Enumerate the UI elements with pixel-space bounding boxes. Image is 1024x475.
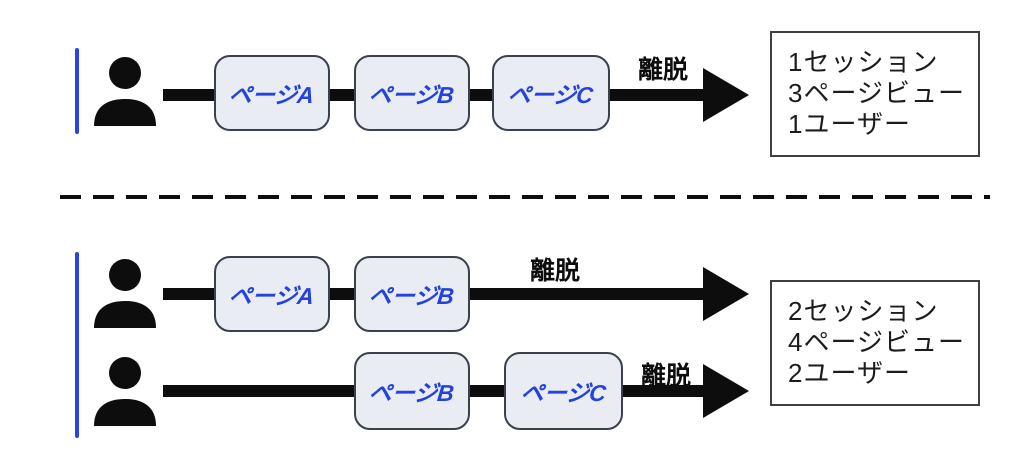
- page-node-label: ページC: [506, 82, 595, 108]
- page-node-label: ページB: [367, 82, 456, 108]
- page-node-b: ページB: [354, 256, 470, 332]
- page-node-label: ページB: [367, 380, 456, 406]
- flow-arrowhead-icon: [703, 364, 749, 418]
- exit-label: 離脱: [529, 257, 580, 285]
- stats-box-top: 1セッション 3ページビュー 1ユーザー: [770, 31, 980, 157]
- session-start-line: [75, 252, 79, 438]
- flow-arrowhead-icon: [703, 68, 749, 122]
- user-icon: [94, 57, 156, 126]
- flow-arrowhead-icon: [703, 267, 749, 321]
- page-node-c: ページC: [504, 352, 623, 430]
- page-node-label: ページA: [227, 283, 316, 309]
- page-node-a: ページA: [214, 256, 330, 332]
- session-start-line: [75, 48, 79, 134]
- stats-box-bottom: 2セッション 4ページビュー 2ユーザー: [770, 280, 980, 406]
- page-node-b: ページB: [354, 352, 470, 430]
- page-node-c: ページC: [492, 55, 610, 131]
- exit-label: 離脱: [637, 56, 688, 84]
- user-icon: [94, 259, 156, 328]
- stats-line-sessions: 2セッション: [788, 296, 939, 326]
- dashed-divider: [60, 195, 990, 199]
- page-node-b: ページB: [354, 55, 470, 131]
- stats-line-sessions: 1セッション: [788, 47, 939, 77]
- page-node-label: ページB: [367, 283, 456, 309]
- page-node-label: ページA: [227, 82, 316, 108]
- stats-line-pageviews: 3ページビュー: [788, 78, 965, 108]
- user-icon: [94, 357, 156, 426]
- stats-line-pageviews: 4ページビュー: [788, 327, 965, 357]
- page-node-a: ページA: [214, 55, 330, 131]
- stats-line-users: 2ユーザー: [788, 358, 911, 388]
- exit-label: 離脱: [640, 362, 691, 390]
- stats-line-users: 1ユーザー: [788, 109, 911, 139]
- page-node-label: ページC: [519, 380, 608, 406]
